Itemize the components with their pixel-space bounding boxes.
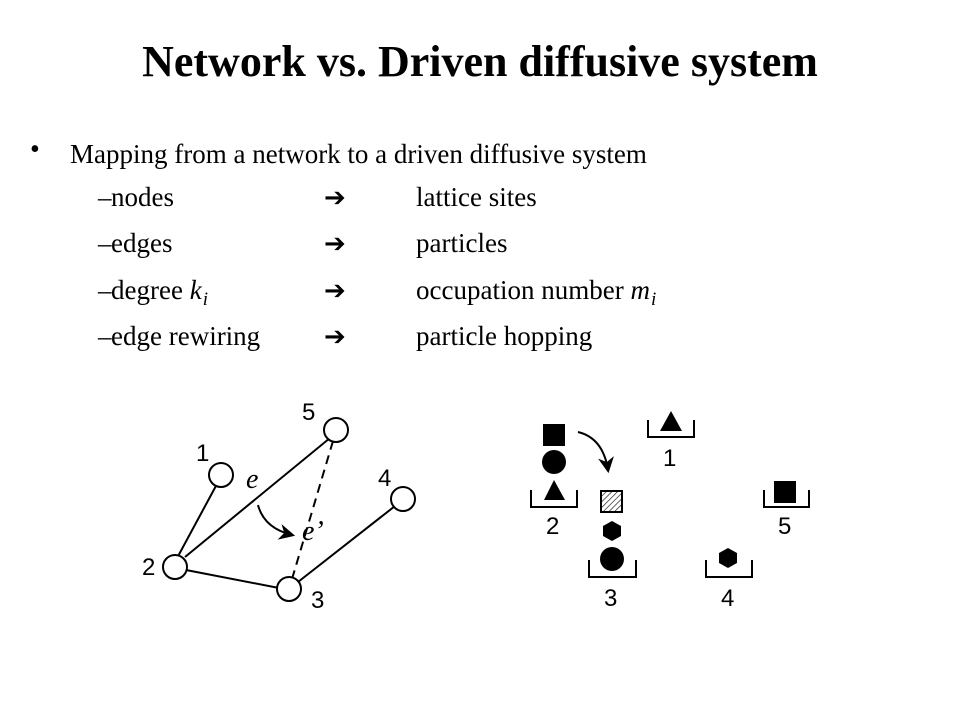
mapping-lhs: nodes: [111, 182, 174, 212]
right-arrow-icon: ➔: [324, 183, 346, 213]
node-2: [162, 554, 188, 580]
square-particle: [774, 481, 796, 503]
subscript-i: i: [650, 289, 657, 310]
edge-label-e: e: [246, 464, 258, 495]
variable-k: k: [189, 275, 202, 305]
mapping-lhs: edge rewiring: [111, 321, 261, 351]
lattice-diagram: 2 1 3 4 5: [530, 411, 810, 612]
node-1: [208, 462, 234, 488]
circle-particle: [542, 450, 566, 474]
node-label-5: 5: [302, 399, 315, 426]
hexagon-particle: [719, 548, 737, 568]
dash: –: [98, 228, 112, 258]
node-label-2: 2: [142, 554, 155, 581]
variable-m: m: [630, 275, 650, 305]
network-diagram: 1 2 3 4 5 e e’: [142, 399, 416, 614]
mapping-rhs: occupation number mi: [416, 272, 656, 312]
hatched-square-particle: [600, 490, 623, 513]
edge-2-3: [185, 569, 280, 589]
triangle-particle: [544, 480, 565, 500]
mapping-rhs: particles: [416, 228, 508, 258]
mapping-lhs: edges: [111, 228, 173, 258]
node-3: [276, 576, 302, 602]
site-bracket-5: [763, 490, 810, 508]
edge-2-5: [184, 437, 331, 558]
site-label-1: 1: [663, 445, 676, 472]
subscript-i: i: [202, 289, 208, 310]
hexagon-particle: [603, 521, 621, 541]
site-label-2: 2: [546, 513, 559, 540]
mapping-lhs-text: degree: [111, 275, 190, 305]
site-label-4: 4: [721, 585, 734, 612]
rewire-arrow: [257, 504, 296, 540]
mapping-lhs: degree ki: [111, 272, 208, 312]
dash: –: [98, 275, 112, 305]
mapping-rhs: lattice sites: [416, 182, 537, 212]
slide-title: Network vs. Driven diffusive system: [142, 37, 818, 86]
bullet-text: Mapping from a network to a driven diffu…: [70, 139, 647, 169]
site-bracket-3: [588, 560, 637, 578]
dash: –: [98, 321, 112, 351]
hop-arrow: [577, 431, 614, 474]
mapping-rhs-text: occupation number: [416, 275, 631, 305]
node-label-1: 1: [196, 440, 209, 467]
square-particle: [543, 424, 565, 446]
site-bracket-4: [705, 560, 753, 578]
edge-5-3-dashed: [291, 440, 334, 580]
node-label-4: 4: [378, 465, 391, 492]
right-arrow-icon: ➔: [324, 229, 346, 259]
dash: –: [98, 182, 112, 212]
right-arrow-icon: ➔: [324, 322, 346, 352]
edge-label-e-prime: e’: [302, 516, 324, 547]
site-bracket-1: [647, 420, 695, 438]
circle-particle: [600, 547, 624, 571]
site-bracket-2: [530, 490, 578, 508]
bullet-dot: •: [30, 134, 40, 165]
node-4: [390, 486, 416, 512]
right-arrow-icon: ➔: [324, 276, 346, 306]
node-5: [323, 417, 349, 443]
mapping-rhs: particle hopping: [416, 321, 593, 351]
edge-1-2: [175, 483, 218, 561]
node-label-3: 3: [311, 587, 324, 614]
triangle-particle: [660, 411, 682, 431]
site-label-5: 5: [778, 513, 791, 540]
site-label-3: 3: [604, 585, 617, 612]
edge-3-4: [297, 505, 396, 583]
